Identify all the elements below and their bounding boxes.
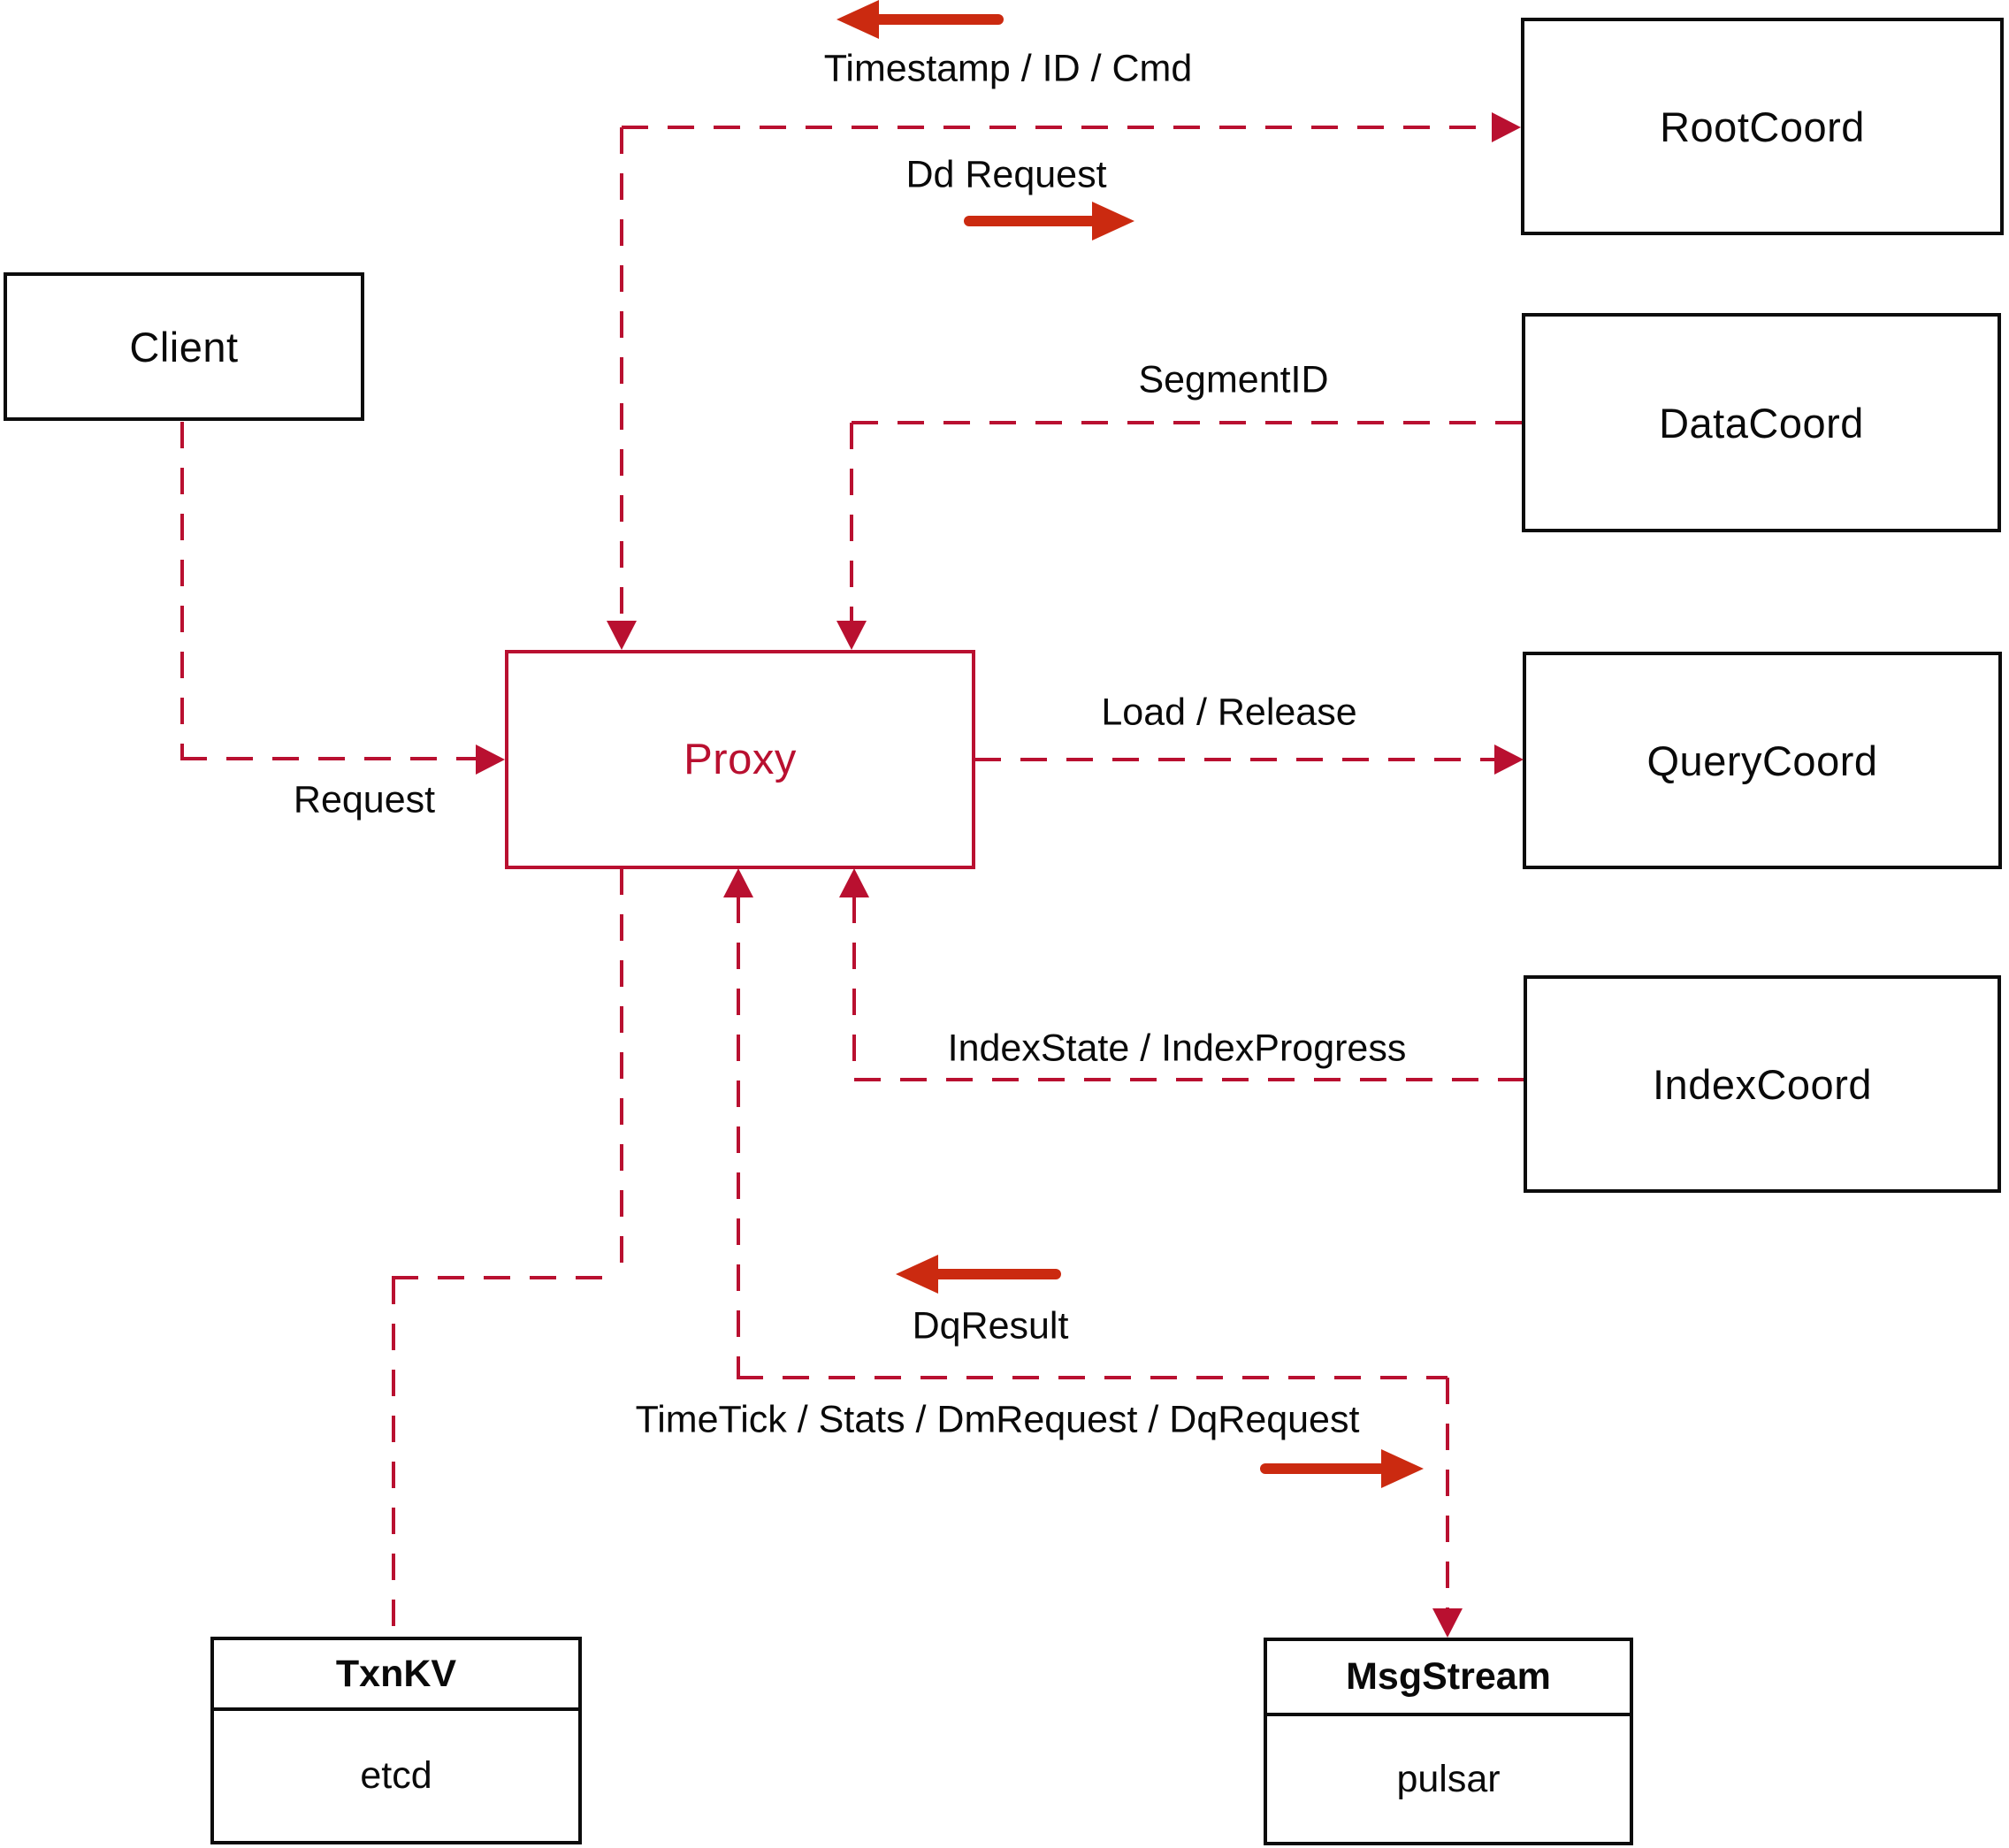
edge-proxy-txnkv-vertical-1	[620, 868, 623, 1278]
client-node: Client	[4, 272, 364, 421]
msgstream-node: MsgStream pulsar	[1264, 1638, 1633, 1845]
edge-client-proxy-horizontal	[180, 757, 478, 760]
dqresult-direction-left-arrow-shaft	[933, 1269, 1061, 1279]
edge-label-dqresult: DqResult	[912, 1304, 1069, 1348]
arrowhead-into-proxy-left-icon	[476, 745, 505, 775]
txnkv-title: TxnKV	[335, 1652, 457, 1695]
rootcoord-node: RootCoord	[1521, 18, 2004, 235]
arrowhead-into-proxy-bottom-left-icon	[723, 868, 753, 897]
edge-proxy-querycoord-horizontal	[974, 758, 1495, 761]
arrowhead-into-proxy-top-left-icon	[607, 621, 637, 650]
timestamp-direction-left-arrow-shaft	[874, 14, 1004, 25]
dd-request-direction-right-arrow-icon	[1092, 202, 1134, 241]
edge-label-timestamp-id-cmd: Timestamp / ID / Cmd	[823, 47, 1193, 90]
arrowhead-into-msgstream-icon	[1432, 1608, 1463, 1638]
indexcoord-node: IndexCoord	[1524, 975, 2001, 1193]
dd-request-direction-right-arrow-shaft	[964, 216, 1096, 226]
edge-proxy-txnkv-horizontal	[392, 1276, 622, 1279]
client-label: Client	[129, 323, 239, 370]
edge-proxy-msgstream-vertical-2	[1446, 1378, 1449, 1609]
querycoord-label: QueryCoord	[1646, 737, 1878, 784]
arrowhead-into-proxy-bottom-right-icon	[839, 868, 869, 897]
edge-indexcoord-proxy-horizontal	[854, 1078, 1524, 1081]
arrowhead-into-rootcoord-icon	[1492, 112, 1521, 142]
edge-proxy-rootcoord-vertical	[620, 127, 623, 622]
txnkv-header: TxnKV	[214, 1640, 578, 1711]
timetick-direction-right-arrow-shaft	[1260, 1463, 1386, 1474]
msgstream-title: MsgStream	[1346, 1655, 1551, 1698]
edge-indexcoord-proxy-vertical	[852, 897, 856, 1080]
arrowhead-into-proxy-top-right-icon	[836, 621, 867, 650]
datacoord-node: DataCoord	[1522, 313, 2001, 532]
querycoord-node: QueryCoord	[1523, 652, 2002, 869]
timestamp-direction-left-arrow-icon	[836, 0, 879, 39]
proxy-node: Proxy	[505, 650, 975, 869]
edge-label-indexstate: IndexState / IndexProgress	[947, 1027, 1407, 1070]
edge-proxy-txnkv-vertical-2	[392, 1278, 395, 1637]
edge-proxy-msgstream-horizontal	[737, 1376, 1448, 1379]
edge-label-request: Request	[293, 778, 436, 821]
edge-datacoord-proxy-vertical	[850, 423, 853, 624]
edge-label-segmentid: SegmentID	[1138, 358, 1329, 401]
edge-datacoord-proxy-horizontal	[852, 421, 1522, 424]
edge-client-proxy-vertical	[180, 422, 184, 759]
timetick-direction-right-arrow-icon	[1381, 1449, 1424, 1488]
txnkv-node: TxnKV etcd	[210, 1637, 582, 1844]
edge-label-dd-request: Dd Request	[905, 153, 1107, 196]
edge-proxy-msgstream-vertical-1	[737, 897, 740, 1378]
msgstream-header: MsgStream	[1267, 1641, 1630, 1716]
proxy-label: Proxy	[684, 736, 797, 783]
txnkv-body: etcd	[214, 1711, 578, 1841]
msgstream-body: pulsar	[1267, 1716, 1630, 1842]
datacoord-label: DataCoord	[1659, 399, 1864, 447]
edge-proxy-rootcoord-horizontal	[622, 126, 1492, 129]
edge-label-load-release: Load / Release	[1101, 691, 1357, 734]
indexcoord-label: IndexCoord	[1653, 1060, 1872, 1108]
dqresult-direction-left-arrow-icon	[896, 1255, 938, 1294]
edge-label-timetick: TimeTick / Stats / DmRequest / DqRequest	[635, 1398, 1360, 1441]
rootcoord-label: RootCoord	[1660, 103, 1865, 150]
arrowhead-into-querycoord-icon	[1494, 745, 1524, 775]
txnkv-impl: etcd	[360, 1754, 432, 1797]
msgstream-impl: pulsar	[1396, 1757, 1501, 1800]
